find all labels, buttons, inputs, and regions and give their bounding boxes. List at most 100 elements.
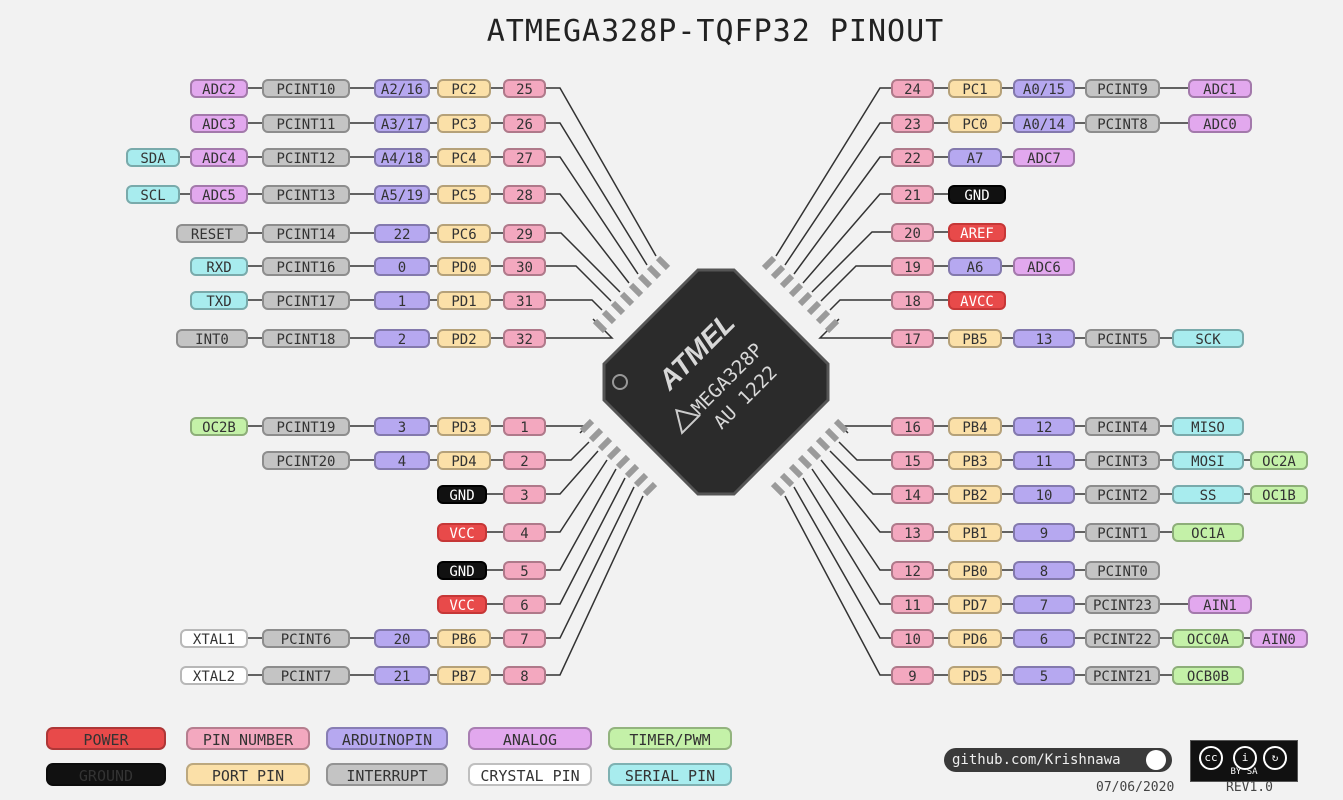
left-wire-3 bbox=[546, 156, 639, 275]
left-pin-15-pin-tag: 7 bbox=[503, 629, 546, 648]
left-pin-9-pin-tag: 1 bbox=[503, 417, 546, 436]
right-pin-10-port-tag: PB3 bbox=[948, 451, 1002, 470]
right-pin-11-serial-tag: SS bbox=[1172, 485, 1244, 504]
left-pin-14-pin-tag: 6 bbox=[503, 595, 546, 614]
right-pin-11-pin-tag: 14 bbox=[891, 485, 934, 504]
date: 07/06/2020 bbox=[1096, 780, 1175, 795]
chip-lead-left-6 bbox=[610, 300, 626, 316]
right-pin-4-ground-tag: GND bbox=[948, 185, 1006, 204]
legend-xtal: CRYSTAL PIN bbox=[468, 763, 592, 786]
left-pin-15-int-tag: PCINT6 bbox=[262, 629, 350, 648]
left-pin-10-int-tag: PCINT20 bbox=[262, 451, 350, 470]
left-pin-9-ard-tag: 3 bbox=[374, 417, 430, 436]
legend-analog: ANALOG bbox=[468, 727, 592, 750]
right-pin-10-int-tag: PCINT3 bbox=[1085, 451, 1160, 470]
left-pin-5-ard-tag: 22 bbox=[374, 224, 430, 243]
left-wire-13 bbox=[546, 468, 617, 571]
chip-lead-left-1 bbox=[655, 255, 671, 271]
left-pin-1-analog-tag: ADC2 bbox=[190, 79, 248, 98]
right-pin-2-pin-tag: 23 bbox=[891, 114, 934, 133]
right-pin-2-int-tag: PCINT8 bbox=[1085, 114, 1160, 133]
right-wire-11 bbox=[829, 450, 891, 495]
left-wire-7 bbox=[546, 299, 603, 311]
chip-lead-right-6 bbox=[806, 300, 822, 316]
left-wire-15 bbox=[546, 486, 635, 639]
left-pin-10-pin-tag: 2 bbox=[503, 451, 546, 470]
left-pin-2-analog-tag: ADC3 bbox=[190, 114, 248, 133]
warning-triangle-icon bbox=[675, 408, 701, 435]
right-pin-9-port-tag: PB4 bbox=[948, 417, 1002, 436]
right-pin-11-timer-tag: OC1B bbox=[1250, 485, 1308, 504]
right-pin-7-power-tag: AVCC bbox=[948, 291, 1006, 310]
left-pin-4-int-tag: PCINT13 bbox=[262, 185, 350, 204]
chip-lead-left-7 bbox=[601, 309, 617, 325]
left-pin-7-pin-tag: 31 bbox=[503, 291, 546, 310]
left-pin-6-ard-tag: 0 bbox=[374, 257, 430, 276]
chip-lead-left-16 bbox=[642, 481, 658, 497]
left-pin-7-port-tag: PD1 bbox=[437, 291, 491, 310]
right-pin-16-int-tag: PCINT21 bbox=[1085, 666, 1160, 685]
right-wire-7 bbox=[829, 299, 891, 311]
left-pin-8-pin-tag: 32 bbox=[503, 329, 546, 348]
left-pin-4-analog-tag: ADC5 bbox=[190, 185, 248, 204]
left-pin-5-int-tag: RESET bbox=[176, 224, 248, 243]
right-pin-10-ard-tag: 11 bbox=[1013, 451, 1075, 470]
right-wire-10 bbox=[838, 441, 891, 461]
left-pin-11-pin-tag: 3 bbox=[503, 485, 546, 504]
left-pin-7-serial-tag: TXD bbox=[190, 291, 248, 310]
page-title: ATMEGA328P-TQFP32 PINOUT bbox=[486, 14, 945, 49]
chip-lead-left-10 bbox=[588, 427, 604, 443]
right-pin-12-timer-tag: OC1A bbox=[1172, 523, 1244, 542]
right-pin-12-port-tag: PB1 bbox=[948, 523, 1002, 542]
right-pin-6-pin-tag: 19 bbox=[891, 257, 934, 276]
right-pin-7-pin-tag: 18 bbox=[891, 291, 934, 310]
left-pin-9-timer-tag: OC2B bbox=[190, 417, 248, 436]
left-pin-12-pin-tag: 4 bbox=[503, 523, 546, 542]
right-pin-3-pin-tag: 22 bbox=[891, 148, 934, 167]
left-pin-1-port-tag: PC2 bbox=[437, 79, 491, 98]
left-pin-3-pin-tag: 27 bbox=[503, 148, 546, 167]
left-pin-9-port-tag: PD3 bbox=[437, 417, 491, 436]
right-pin-3-ard-tag: A7 bbox=[948, 148, 1002, 167]
left-pin-16-port-tag: PB7 bbox=[437, 666, 491, 685]
right-pin-5-pin-tag: 20 bbox=[891, 223, 934, 242]
right-pin-12-pin-tag: 13 bbox=[891, 523, 934, 542]
chip-lead-left-15 bbox=[633, 472, 649, 488]
left-pin-4-ard-tag: A5/19 bbox=[374, 185, 430, 204]
chip-lead-left-4 bbox=[628, 282, 644, 298]
right-pin-9-int-tag: PCINT4 bbox=[1085, 417, 1160, 436]
left-pin-6-serial-tag: RXD bbox=[190, 257, 248, 276]
left-pin-1-ard-tag: A2/16 bbox=[374, 79, 430, 98]
right-wire-13 bbox=[811, 468, 891, 571]
left-pin-6-int-tag: PCINT16 bbox=[262, 257, 350, 276]
left-pin-10-port-tag: PD4 bbox=[437, 451, 491, 470]
right-pin-6-analog-tag: ADC6 bbox=[1013, 257, 1075, 276]
right-pin-4-pin-tag: 21 bbox=[891, 185, 934, 204]
chip-lead-right-9 bbox=[833, 418, 849, 434]
github-badge[interactable]: github.com/Krishnawa bbox=[944, 748, 1172, 772]
chip-lead-right-5 bbox=[797, 291, 813, 307]
chip-lead-left-5 bbox=[619, 291, 635, 307]
right-pin-13-ard-tag: 8 bbox=[1013, 561, 1075, 580]
chip-lead-left-13 bbox=[615, 454, 631, 470]
right-pin-1-analog-tag: ADC1 bbox=[1188, 79, 1252, 98]
right-pin-10-pin-tag: 15 bbox=[891, 451, 934, 470]
right-pin-9-pin-tag: 16 bbox=[891, 417, 934, 436]
right-pin-11-port-tag: PB2 bbox=[948, 485, 1002, 504]
right-pin-13-pin-tag: 12 bbox=[891, 561, 934, 580]
legend-pin: PIN NUMBER bbox=[186, 727, 310, 750]
github-url: github.com/Krishnawa bbox=[952, 752, 1121, 768]
left-pin-3-port-tag: PC4 bbox=[437, 148, 491, 167]
right-pin-6-ard-tag: A6 bbox=[948, 257, 1002, 276]
right-pin-9-ard-tag: 12 bbox=[1013, 417, 1075, 436]
legend-serial: SERIAL PIN bbox=[608, 763, 732, 786]
right-pin-16-ard-tag: 5 bbox=[1013, 666, 1075, 685]
right-pin-8-port-tag: PB5 bbox=[948, 329, 1002, 348]
left-pin-5-pin-tag: 29 bbox=[503, 224, 546, 243]
left-wire-11 bbox=[546, 450, 599, 495]
right-pin-13-port-tag: PB0 bbox=[948, 561, 1002, 580]
left-pin-7-int-tag: PCINT17 bbox=[262, 291, 350, 310]
legend-power: POWER bbox=[46, 727, 166, 750]
right-pin-11-ard-tag: 10 bbox=[1013, 485, 1075, 504]
